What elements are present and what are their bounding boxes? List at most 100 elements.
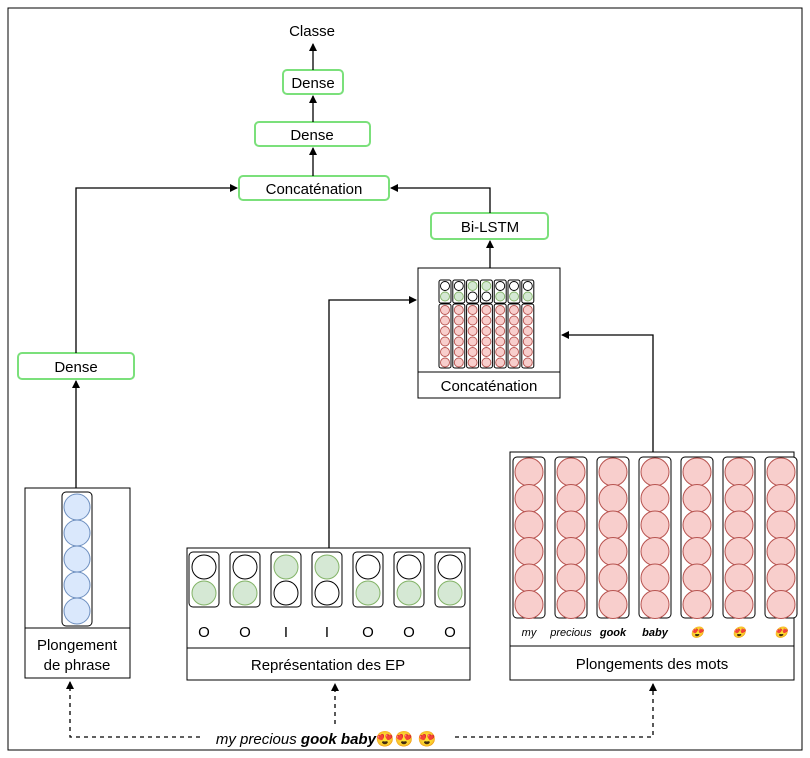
inner-ep-cell xyxy=(481,291,492,302)
word-vector-cell xyxy=(598,484,628,513)
inner-ep-cell xyxy=(467,291,478,302)
word-embeddings-label-box xyxy=(509,645,795,681)
inner-word-cell xyxy=(453,315,464,326)
word-vector-cell xyxy=(640,537,670,566)
inner-word-cell xyxy=(522,347,533,357)
inner-ep-cell xyxy=(522,291,533,302)
inner-word-cell xyxy=(467,305,478,315)
inner-ep-cell xyxy=(440,291,450,302)
ep-cell-green xyxy=(273,554,299,580)
input-sentence-bold: gook baby xyxy=(300,731,377,748)
inner-word-cell xyxy=(522,305,533,315)
ep-cell-green xyxy=(355,580,381,606)
inner-ep-cell xyxy=(467,281,478,291)
inner-word-cell xyxy=(509,336,519,347)
inner-ep-cell xyxy=(509,281,519,291)
ep-cell-white xyxy=(355,554,381,580)
ep-tag: O xyxy=(444,624,456,641)
word-token: precious xyxy=(549,627,592,639)
inner-word-cell xyxy=(509,315,519,326)
word-vector-cell xyxy=(724,510,754,540)
word-vector-cell xyxy=(640,484,670,513)
sentence-vector-cell xyxy=(63,519,91,547)
word-vector-cell xyxy=(724,537,754,566)
word-vector-cell xyxy=(682,563,712,593)
inner-word-cell xyxy=(522,336,533,347)
dense-mid-label: Dense xyxy=(290,127,333,144)
inner-word-cell xyxy=(495,336,506,347)
inner-word-cell xyxy=(481,315,492,326)
word-vector-cell xyxy=(514,457,544,487)
class-output-label: Classe xyxy=(289,23,335,40)
bilstm-label: Bi-LSTM xyxy=(461,219,519,236)
inner-word-cell xyxy=(481,326,492,336)
sentence-embedding-label-line2: de phrase xyxy=(44,657,111,674)
word-vector-cell xyxy=(766,563,796,593)
inner-concat-label: Concaténation xyxy=(441,378,538,395)
word-vector-cell xyxy=(514,484,544,513)
input-sentence-normal: my precious xyxy=(216,731,301,748)
inner-word-cell xyxy=(440,347,450,357)
inner-word-cell xyxy=(481,305,492,315)
word-vector-cell xyxy=(640,563,670,593)
sentence-embedding-vector xyxy=(61,491,93,627)
ep-cell-green xyxy=(191,580,217,606)
ep-cell-white xyxy=(396,554,422,580)
word-vector-cell xyxy=(766,457,796,487)
word-vector-cell xyxy=(640,590,670,619)
word-token: 😍 xyxy=(690,626,706,639)
word-vector-cell xyxy=(556,457,586,487)
ep-label-box xyxy=(186,647,471,681)
word-vector-cell xyxy=(682,484,712,513)
inner-word-cell xyxy=(509,357,519,368)
dense-top-label: Dense xyxy=(291,75,334,92)
word-vector-cell xyxy=(556,590,586,619)
word-vector-cell xyxy=(598,510,628,540)
inner-ep-cell xyxy=(453,291,464,302)
word-vector-cell xyxy=(514,510,544,540)
word-vector-cell xyxy=(724,590,754,619)
word-vector-cell xyxy=(766,510,796,540)
sentence-vector-cell xyxy=(63,571,91,599)
word-vector-cell xyxy=(724,563,754,593)
word-vector-cell xyxy=(556,563,586,593)
arrow-ep-to-innerconcat xyxy=(328,296,417,548)
inner-word-cell xyxy=(467,326,478,336)
inner-word-cell xyxy=(495,315,506,326)
inner-word-cell xyxy=(495,326,506,336)
word-vector-cell xyxy=(766,590,796,619)
word-vector-cell xyxy=(766,537,796,566)
inner-word-cell xyxy=(522,315,533,326)
word-vector-cell xyxy=(682,537,712,566)
word-vector-cell xyxy=(766,484,796,513)
dense-left-label: Dense xyxy=(54,359,97,376)
inner-ep-cell xyxy=(522,281,533,291)
inner-concat-columns xyxy=(438,279,535,369)
word-token: 😍 xyxy=(774,626,790,639)
inner-ep-cell xyxy=(495,281,506,291)
inner-word-cell xyxy=(509,347,519,357)
inner-word-cell xyxy=(481,357,492,368)
inner-word-cell xyxy=(440,305,450,315)
inner-word-cell xyxy=(522,357,533,368)
sentence-embedding-label-line1: Plongement xyxy=(37,637,118,654)
ep-tag: I xyxy=(325,624,329,641)
ep-cell-white xyxy=(232,554,258,580)
inner-word-cell xyxy=(467,347,478,357)
inner-word-cell xyxy=(467,357,478,368)
ep-cell-white xyxy=(314,580,340,606)
concat-main-label: Concaténation xyxy=(266,181,363,198)
word-vector-cell xyxy=(556,484,586,513)
ep-tag: O xyxy=(362,624,374,641)
inner-word-cell xyxy=(495,305,506,315)
ep-tag: O xyxy=(403,624,415,641)
arrow-words-to-innerconcat xyxy=(561,331,654,452)
ep-cell-white xyxy=(437,554,463,580)
ep-cell-white xyxy=(191,554,217,580)
ep-tag: O xyxy=(239,624,251,641)
word-token: baby xyxy=(642,627,669,639)
word-vector-cell xyxy=(598,563,628,593)
